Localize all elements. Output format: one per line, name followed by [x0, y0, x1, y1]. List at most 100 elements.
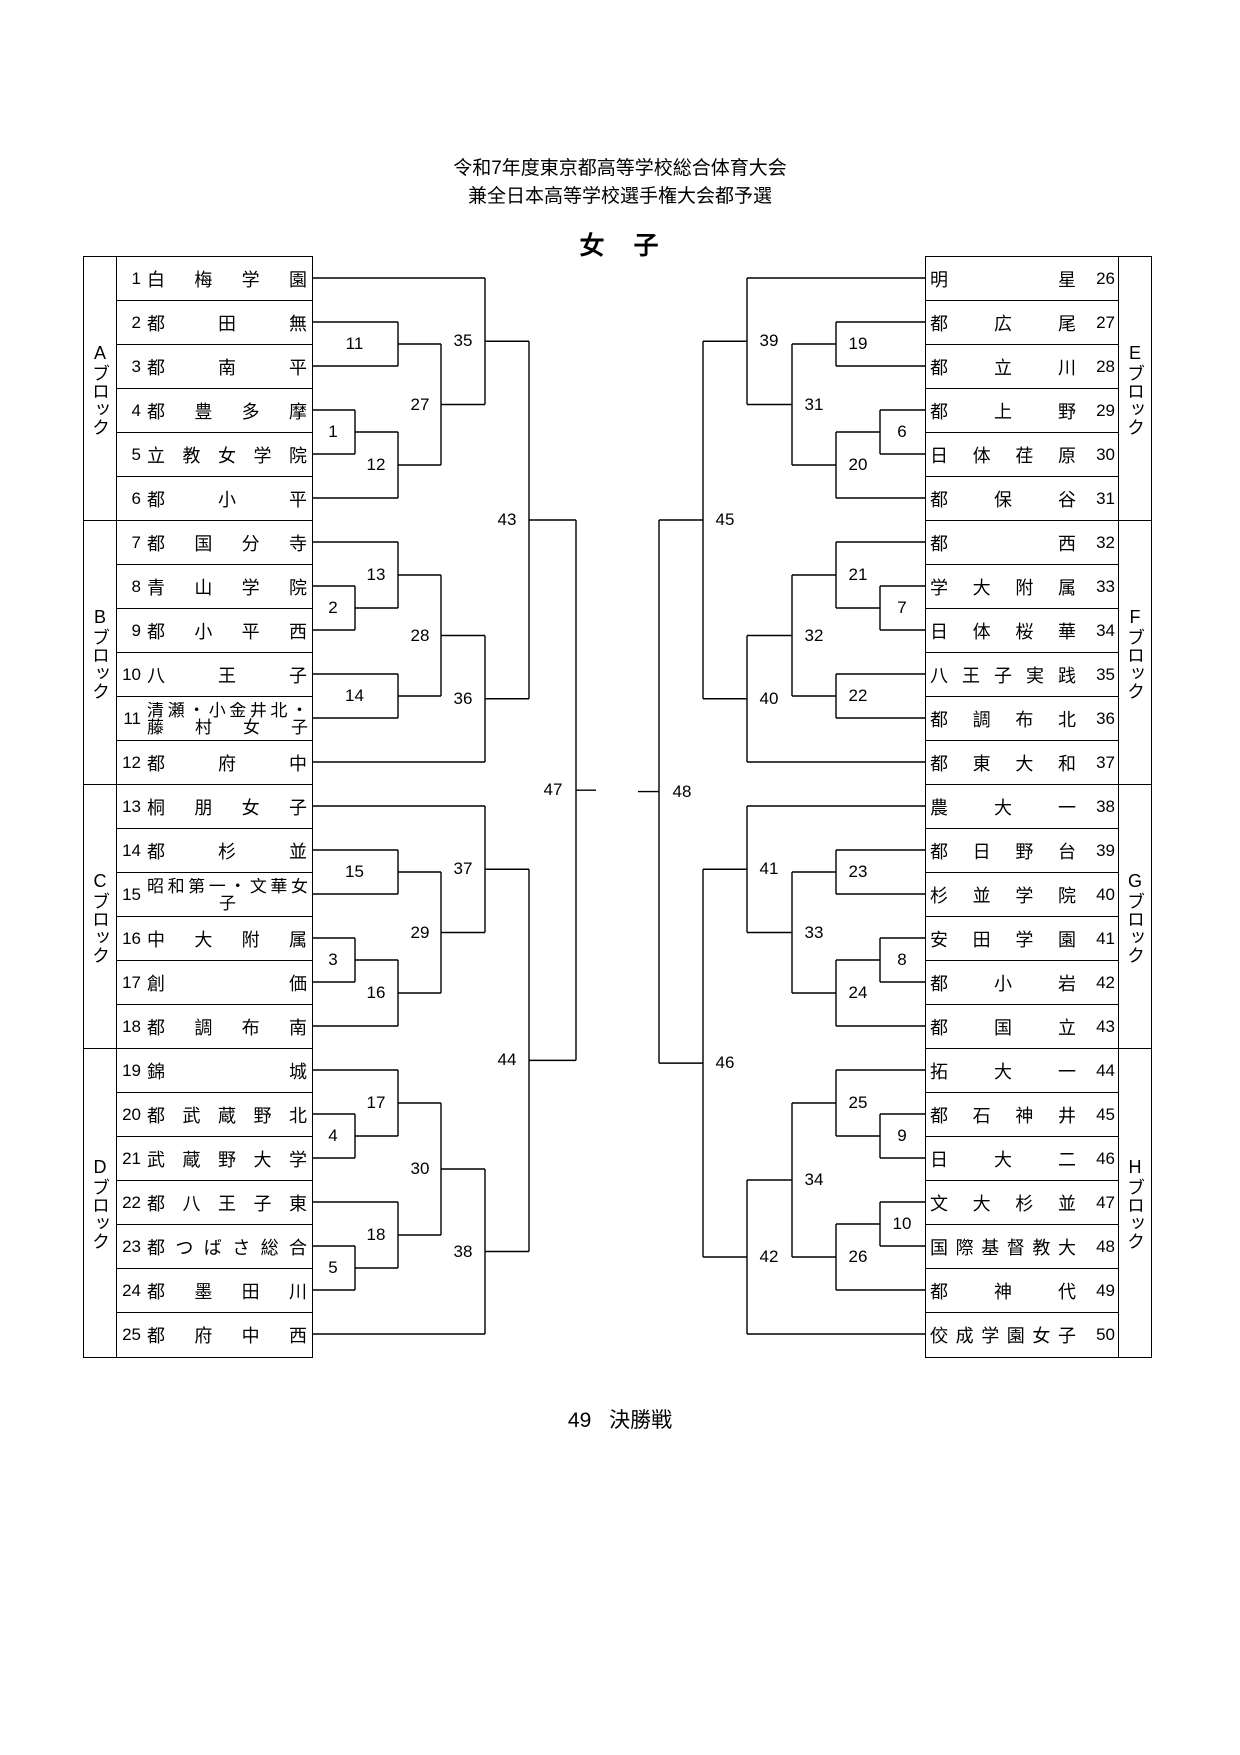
team-school: 日体桜華 — [930, 621, 1077, 642]
team-seed: 27 — [1096, 312, 1115, 332]
match-number: 8 — [895, 950, 909, 969]
team-school: 都国分寺 — [147, 533, 308, 554]
match-number: 23 — [846, 862, 870, 881]
match-number: 19 — [846, 334, 870, 353]
team-seed: 50 — [1096, 1325, 1115, 1344]
team-seed: 43 — [1096, 1016, 1115, 1036]
team-row: 4 都豊多摩 — [117, 389, 312, 433]
team-seed: 10 — [122, 664, 141, 684]
team-row: 7 都国分寺 — [117, 521, 312, 565]
match-number: 48 — [670, 781, 694, 801]
team-seed: 37 — [1096, 752, 1115, 772]
team-seed: 12 — [122, 752, 141, 772]
team-seed: 6 — [131, 488, 141, 508]
team-seed: 7 — [131, 532, 141, 552]
team-school: 文大杉並 — [930, 1193, 1077, 1214]
team-school: 桐朋女子 — [147, 797, 308, 818]
team-seed: 21 — [122, 1148, 141, 1168]
block-letter: A — [93, 343, 106, 363]
block-suffix: ブロック — [90, 1178, 110, 1250]
block-letter: E — [1128, 343, 1141, 363]
team-seed: 47 — [1096, 1192, 1115, 1212]
team-school: 都西 — [930, 533, 1077, 554]
team-seed: 2 — [131, 312, 141, 332]
team-seed: 1 — [131, 268, 141, 288]
match-number: 33 — [802, 922, 826, 942]
team-school: 都八王子東 — [147, 1193, 308, 1214]
block-suffix: ブロック — [90, 364, 110, 436]
team-seed: 5 — [131, 444, 141, 464]
match-number: 26 — [846, 1247, 870, 1266]
team-school: 学大附属 — [930, 577, 1077, 598]
match-number: 31 — [802, 394, 826, 414]
block-divider — [1118, 784, 1151, 785]
team-school: 都つばさ総合 — [147, 1237, 308, 1258]
team-seed: 20 — [122, 1104, 141, 1124]
match-number: 27 — [408, 394, 432, 414]
team-seed: 35 — [1096, 664, 1115, 684]
match-number: 30 — [408, 1159, 432, 1178]
team-seed: 8 — [131, 576, 141, 596]
block-divider — [1118, 1048, 1151, 1049]
team-row: 八王子実践 35 — [926, 653, 1118, 697]
match-number: 22 — [846, 686, 870, 705]
match-number: 38 — [451, 1241, 475, 1261]
final-match-number: 49 — [567, 1409, 592, 1432]
team-seed: 4 — [131, 400, 141, 420]
block-letter: C — [93, 871, 107, 891]
team-seed: 32 — [1096, 532, 1115, 552]
block-suffix: ブロック — [1125, 628, 1145, 700]
match-number: 16 — [364, 983, 388, 1002]
match-number: 7 — [895, 598, 909, 617]
match-number: 4 — [326, 1126, 340, 1145]
match-number: 46 — [713, 1053, 737, 1073]
match-number: 20 — [846, 455, 870, 474]
team-school-line1: 昭和第一・文華女 — [147, 877, 308, 896]
match-number: 37 — [451, 859, 475, 879]
match-number: 29 — [408, 922, 432, 942]
team-school: 都府中西 — [147, 1326, 308, 1346]
block-column-divider — [1118, 257, 1119, 1357]
team-school: 都小岩 — [930, 973, 1077, 994]
team-seed: 29 — [1096, 400, 1115, 420]
team-school: 都日野台 — [930, 841, 1077, 862]
team-seed: 14 — [122, 840, 141, 860]
team-school: 青山学院 — [147, 577, 308, 598]
team-school: 都国立 — [930, 1017, 1077, 1038]
match-number: 36 — [451, 688, 475, 708]
block-letter: B — [93, 607, 106, 627]
final-match-label: 49 決勝戦 — [0, 1404, 1240, 1434]
team-school: 都豊多摩 — [147, 401, 308, 422]
team-school: 都神代 — [930, 1281, 1077, 1302]
final-match-text: 決勝戦 — [609, 1409, 673, 1432]
team-school: 都調布南 — [147, 1017, 308, 1038]
team-school: 拓大一 — [930, 1061, 1077, 1082]
category-title: 女 子 — [579, 232, 661, 260]
team-school: 八王子実践 — [930, 665, 1077, 686]
